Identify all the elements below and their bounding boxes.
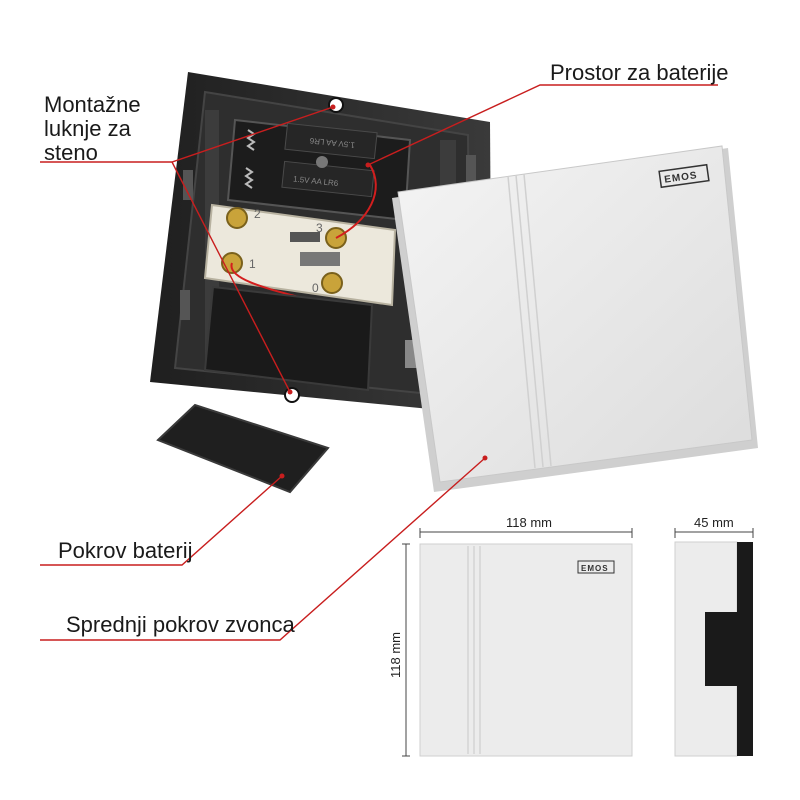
dimension-width: 118 mm bbox=[506, 515, 552, 530]
leader-front-cover bbox=[40, 457, 486, 641]
terminal-number-3: 3 bbox=[316, 221, 323, 235]
front-view: EMOS bbox=[419, 543, 633, 757]
front-cover-logo: EMOS bbox=[664, 170, 699, 186]
leader-battery-space bbox=[367, 84, 718, 166]
battery-cover-part bbox=[156, 403, 330, 494]
label-battery-cover: Pokrov baterij bbox=[58, 538, 193, 563]
side-view bbox=[674, 541, 753, 757]
terminal-number-0: 0 bbox=[312, 281, 319, 295]
leader-mounting-holes-bottom bbox=[171, 161, 291, 393]
front-cover-part: EMOS bbox=[392, 145, 758, 492]
label-front-cover: Sprednji pokrov zvonca bbox=[66, 612, 295, 637]
mounting-hole-top bbox=[328, 97, 344, 113]
terminal-number-2: 2 bbox=[254, 207, 261, 221]
mounting-hole-bottom bbox=[284, 387, 300, 403]
dimension-height: 118 mm bbox=[388, 632, 403, 678]
leader-battery-cover bbox=[40, 475, 283, 566]
dimension-lines bbox=[402, 528, 754, 757]
battery-compartment: 1.5V AA LR6 1.5V AA LR6 bbox=[226, 118, 412, 222]
front-view-logo-box bbox=[577, 560, 615, 574]
terminal-screw-0 bbox=[321, 272, 343, 294]
label-mounting-holes-line-2: luknje za bbox=[44, 116, 131, 141]
terminal-screw-2 bbox=[226, 207, 248, 229]
terminal-number-1: 1 bbox=[249, 257, 256, 271]
label-mounting-holes-line-1: Montažne bbox=[44, 92, 141, 117]
dimension-depth: 45 mm bbox=[694, 515, 734, 530]
front-cover-logo-box bbox=[658, 163, 710, 189]
label-battery-space: Prostor za baterije bbox=[550, 60, 729, 85]
front-view-logo: EMOS bbox=[581, 564, 609, 573]
leader-lines bbox=[40, 84, 718, 641]
leader-dots bbox=[279, 104, 488, 479]
bell-coil-block bbox=[203, 285, 374, 392]
label-mounting-holes-line-3: steno bbox=[44, 140, 98, 165]
